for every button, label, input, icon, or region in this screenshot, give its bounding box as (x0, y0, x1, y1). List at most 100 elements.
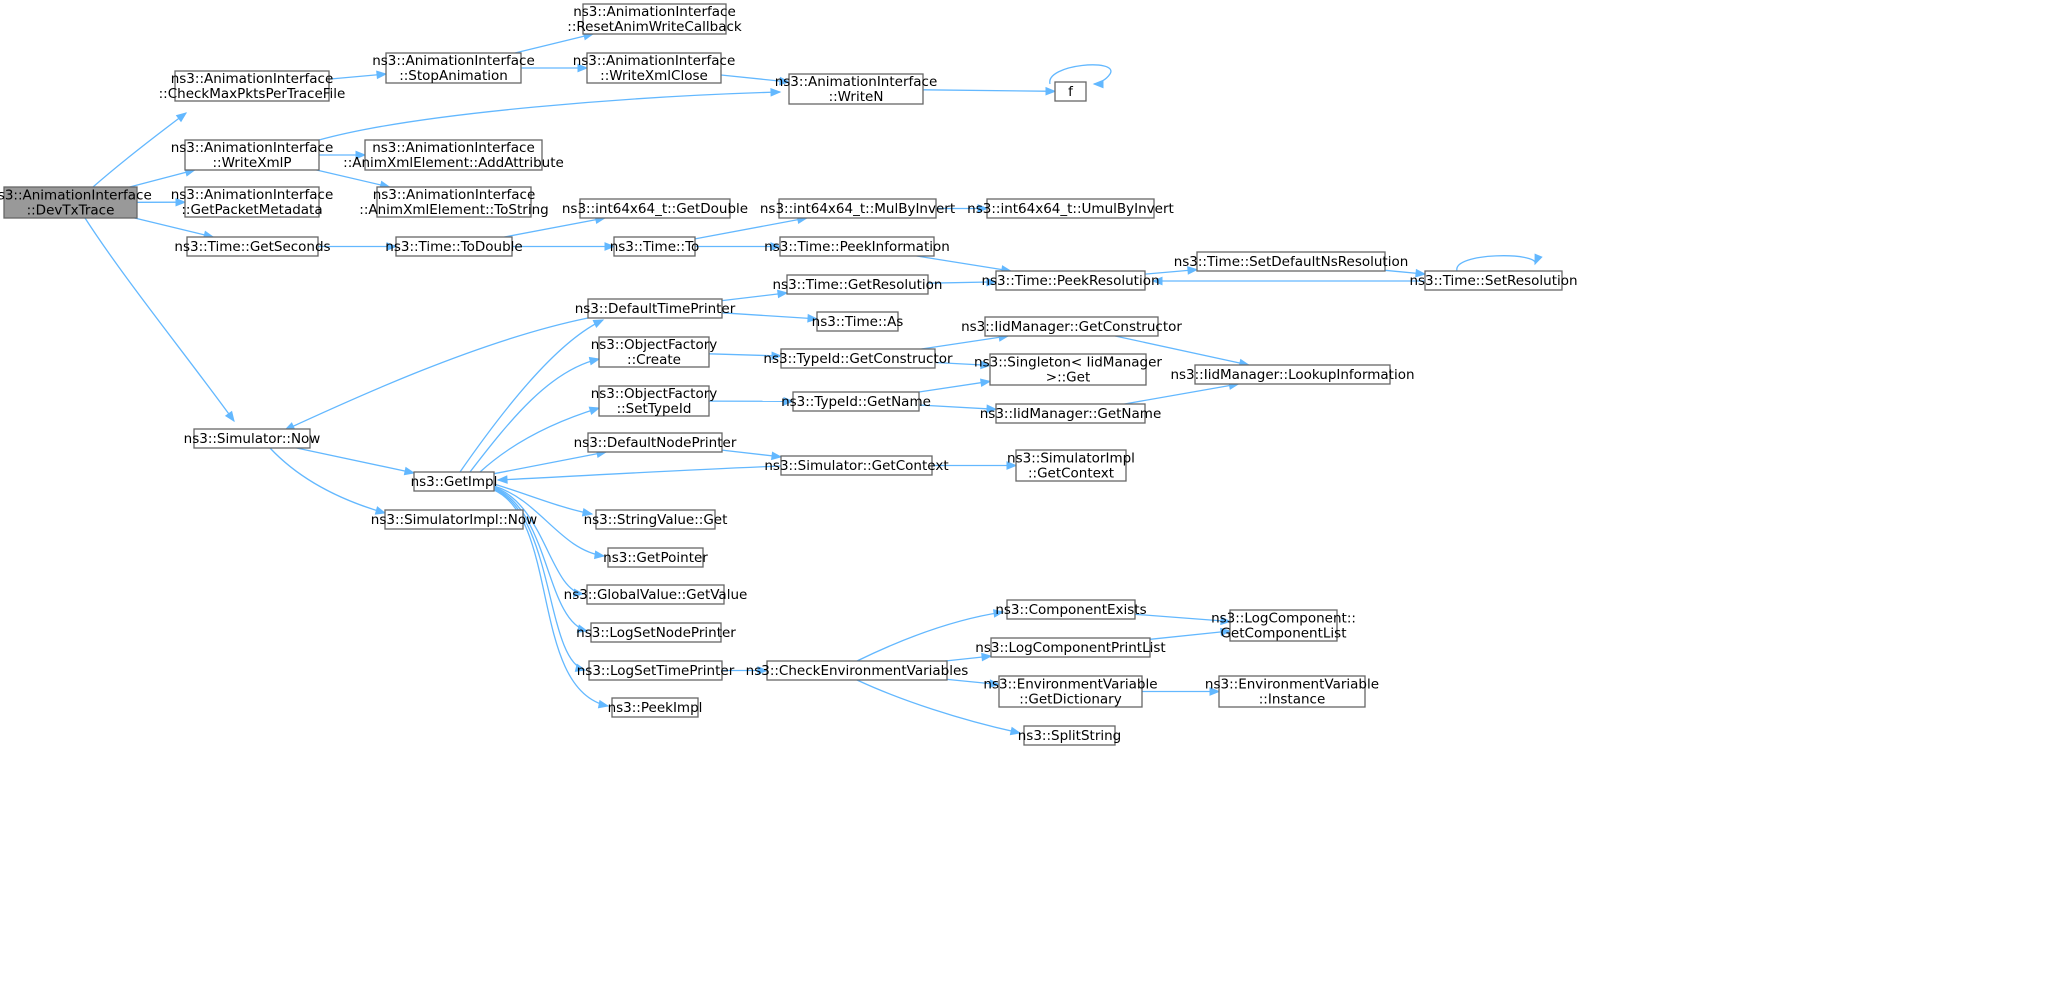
node-box (598, 336, 710, 368)
node-label-line: ns3::Simulator::GetContext (764, 458, 948, 474)
edge-line (504, 217, 605, 238)
edge-deftimeprinter-to-timeas (721, 312, 819, 323)
graph-node-envgetdict[interactable]: ns3::EnvironmentVariable::GetDictionary (983, 675, 1158, 708)
graph-node-peekimpl[interactable]: ns3::PeekImpl (608, 697, 703, 718)
node-box (1196, 251, 1386, 272)
graph-node-peekinfo[interactable]: ns3::Time::PeekInformation (764, 236, 950, 257)
graph-node-setresolution[interactable]: ns3::Time::SetResolution (1409, 270, 1578, 291)
graph-node-f[interactable]: f (1054, 81, 1087, 102)
edge-arrowhead (1045, 86, 1057, 96)
graph-node-envinstance[interactable]: ns3::EnvironmentVariable::Instance (1205, 675, 1379, 708)
edge-line (694, 217, 807, 240)
graph-node-umulbyinvert[interactable]: ns3::int64x64_t::UmulByInvert (967, 198, 1174, 219)
edge-arrowhead (777, 289, 789, 299)
graph-node-checkmax[interactable]: ns3::AnimationInterface::CheckMaxPktsPer… (159, 70, 346, 102)
graph-node-simgetcontext[interactable]: ns3::Simulator::GetContext (764, 455, 949, 476)
graph-node-todouble[interactable]: ns3::Time::ToDouble (385, 236, 523, 257)
edge-getimpl-to-peekimpl (493, 489, 610, 709)
graph-node-iidlookup[interactable]: ns3::IidManager::LookupInformation (1170, 364, 1415, 385)
graph-node-iidgetctor[interactable]: ns3::IidManager::GetConstructor (961, 316, 1182, 337)
graph-node-defnodeprinter[interactable]: ns3::DefaultNodePrinter (574, 432, 737, 453)
graph-node-compexists[interactable]: ns3::ComponentExists (995, 599, 1147, 620)
graph-node-objfactcreate[interactable]: ns3::ObjectFactory::Create (591, 336, 718, 368)
graph-node-typeidgetname[interactable]: ns3::TypeId::GetName (781, 391, 931, 412)
graph-node-writexmlp[interactable]: ns3::AnimationInterface::WriteXmlP (171, 139, 334, 171)
edge-arrowhead (1534, 253, 1543, 266)
graph-node-writexmlclose[interactable]: ns3::AnimationInterface::WriteXmlClose (573, 52, 736, 84)
graph-node-getseconds[interactable]: ns3::Time::GetSeconds (174, 236, 331, 257)
node-box (193, 428, 311, 449)
edge-writen-to-f (922, 86, 1057, 96)
edge-arrowhead (989, 679, 1001, 688)
graph-node-timeas[interactable]: ns3::Time::As (812, 311, 904, 332)
graph-node-iidgetname[interactable]: ns3::IidManager::GetName (980, 403, 1162, 424)
graph-node-objfactsettype[interactable]: ns3::ObjectFactory::SetTypeId (591, 385, 718, 417)
graph-node-mulbyinvert[interactable]: ns3::int64x64_t::MulByInvert (760, 198, 955, 219)
edge-writexmlp-to-writen (318, 87, 782, 141)
graph-node-simimplctx[interactable]: ns3::SimulatorImpl::GetContext (1007, 449, 1135, 482)
edge-devtx-to-checkmax (92, 112, 188, 188)
graph-node-getpointer[interactable]: ns3::GetPointer (603, 547, 708, 568)
node-label-line: ns3::GetImpl (411, 474, 498, 490)
node-label-line: f (1068, 84, 1074, 100)
edge-mulbyinvert-to-umulbyinvert (936, 204, 989, 213)
edge-simgetcontext-to-getimpl (496, 465, 782, 484)
graph-node-simimplnow[interactable]: ns3::SimulatorImpl::Now (371, 509, 537, 530)
graph-node-setdefaultns[interactable]: ns3::Time::SetDefaultNsResolution (1174, 251, 1409, 272)
graph-node-peekresolution[interactable]: ns3::Time::PeekResolution (981, 270, 1160, 291)
graph-node-getresolution[interactable]: ns3::Time::GetResolution (772, 274, 943, 295)
edge-simgetcontext-to-simimplctx (932, 461, 1018, 470)
graph-node-addattr[interactable]: ns3::AnimationInterface::AnimXmlElement:… (343, 139, 564, 171)
edge-arrowhead (993, 609, 1005, 618)
graph-node-splitstring[interactable]: ns3::SplitString (1018, 725, 1122, 746)
node-label-line: ::Instance (1259, 692, 1326, 708)
graph-node-logsettime[interactable]: ns3::LogSetTimePrinter (577, 660, 735, 681)
edge-getimpl-to-getpointer (493, 485, 606, 560)
edge-envgetdict-to-envinstance (1142, 687, 1221, 696)
node-box (174, 70, 330, 102)
graph-node-tostring[interactable]: ns3::AnimationInterface::AnimXmlElement:… (359, 186, 549, 218)
graph-node-getdouble[interactable]: ns3::int64x64_t::GetDouble (562, 198, 748, 219)
node-box (385, 52, 522, 84)
graph-node-simnow[interactable]: ns3::Simulator::Now (184, 428, 321, 449)
node-box (1006, 599, 1136, 620)
graph-node-strvalget[interactable]: ns3::StringValue::Get (584, 509, 728, 530)
edge-arrowhead (981, 652, 993, 662)
edge-line (916, 255, 1011, 272)
graph-node-devtx[interactable]: ns3::AnimationInterface::DevTxTrace (0, 186, 152, 219)
graph-node-writen[interactable]: ns3::AnimationInterface::WriteN (775, 73, 938, 105)
graph-node-resetanim[interactable]: ns3::AnimationInterface::ResetAnimWriteC… (567, 3, 742, 35)
graph-node-stopanim[interactable]: ns3::AnimationInterface::StopAnimation (372, 52, 535, 84)
node-label-line: ::SetTypeId (617, 401, 692, 417)
edge-arrowhead (770, 242, 782, 251)
graph-node-checkenv[interactable]: ns3::CheckEnvironmentVariables (746, 660, 969, 681)
node-box (779, 236, 935, 257)
node-label-line: ns3::LogSetNodePrinter (576, 625, 736, 641)
node-box (588, 660, 723, 681)
edge-line (918, 380, 991, 393)
graph-node-timeto[interactable]: ns3::Time::To (610, 236, 700, 257)
graph-node-getpacketmeta[interactable]: ns3::AnimationInterface::GetPacketMetada… (171, 186, 334, 218)
node-label-line: ::CheckMaxPktsPerTraceFile (159, 86, 346, 102)
edge-line (493, 488, 586, 671)
edge-getimpl-to-deftimeprinter (459, 319, 605, 473)
node-label-line: ns3::DefaultTimePrinter (575, 301, 736, 317)
node-label-line: ns3::AnimationInterface (372, 53, 535, 69)
edge-compexists-to-getcomplist (1134, 613, 1232, 626)
edge-line (856, 611, 1004, 662)
graph-node-deftimeprinter[interactable]: ns3::DefaultTimePrinter (575, 298, 736, 319)
graph-node-typeidgetctor[interactable]: ns3::TypeId::GetConstructor (763, 348, 953, 369)
graph-node-logsetnode[interactable]: ns3::LogSetNodePrinter (576, 622, 736, 643)
node-label-line: ns3::Time::SetResolution (1409, 273, 1577, 289)
graph-node-logcompprint[interactable]: ns3::LogComponentPrintList (975, 637, 1166, 658)
node-box (986, 198, 1155, 219)
node-label-line: ns3::EnvironmentVariable (1205, 677, 1379, 693)
node-label-line: ::Create (627, 352, 681, 368)
edge-getimpl-to-globalvalget (493, 486, 585, 598)
graph-node-singletonget[interactable]: ns3::Singleton< IidManager>::Get (974, 353, 1162, 386)
graph-node-getcomplist[interactable]: ns3::LogComponent::GetComponentList (1211, 609, 1356, 642)
graph-node-getimpl[interactable]: ns3::GetImpl (411, 471, 498, 492)
node-label-line: ns3::Time::PeekInformation (764, 239, 950, 255)
graph-node-globalvalget[interactable]: ns3::GlobalValue::GetValue (564, 584, 748, 605)
node-box (184, 139, 320, 171)
